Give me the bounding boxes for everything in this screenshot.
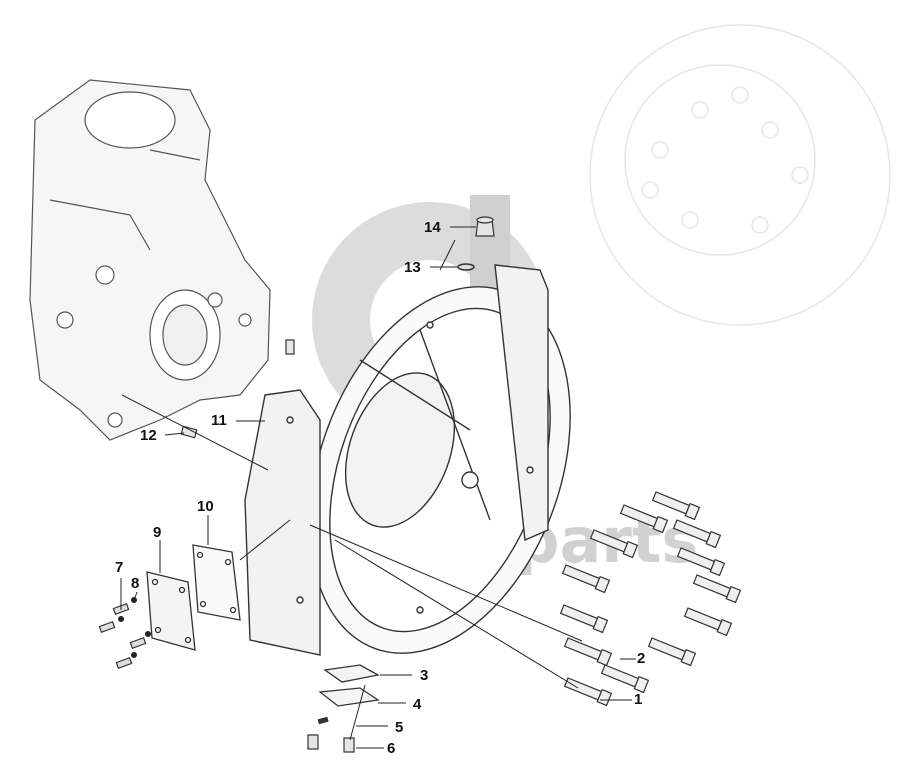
dowel-pins (180, 339, 295, 439)
washers-8 (118, 597, 151, 658)
gasket-4 (318, 687, 380, 707)
callout-12: 12 (140, 427, 157, 444)
gasket-10 (192, 544, 241, 621)
callout-6: 6 (387, 740, 396, 757)
callout-11: 11 (211, 412, 227, 429)
housing-bolts (559, 491, 742, 707)
leader-lines (120, 226, 636, 749)
callout-10: 10 (197, 498, 214, 515)
callout-3: 3 (420, 667, 429, 684)
plug-14 (475, 216, 495, 237)
callout-8: 8 (131, 575, 140, 592)
callout-2: 2 (637, 650, 646, 667)
cover-plate-9 (146, 571, 196, 651)
engine-block (29, 79, 271, 441)
callout-9: 9 (153, 524, 162, 541)
callout-14: 14 (424, 219, 441, 236)
callout-13: 13 (404, 259, 421, 276)
pin-5 (317, 716, 329, 725)
faint-stamp (589, 24, 891, 326)
callout-5: 5 (395, 719, 404, 736)
cover-screws-7 (98, 603, 147, 669)
gasket-3 (323, 664, 380, 683)
bolts-6 (307, 734, 355, 753)
flywheel-housing (244, 264, 571, 656)
callout-4: 4 (413, 696, 422, 713)
callout-7: 7 (115, 559, 124, 576)
callout-1: 1 (634, 691, 643, 708)
